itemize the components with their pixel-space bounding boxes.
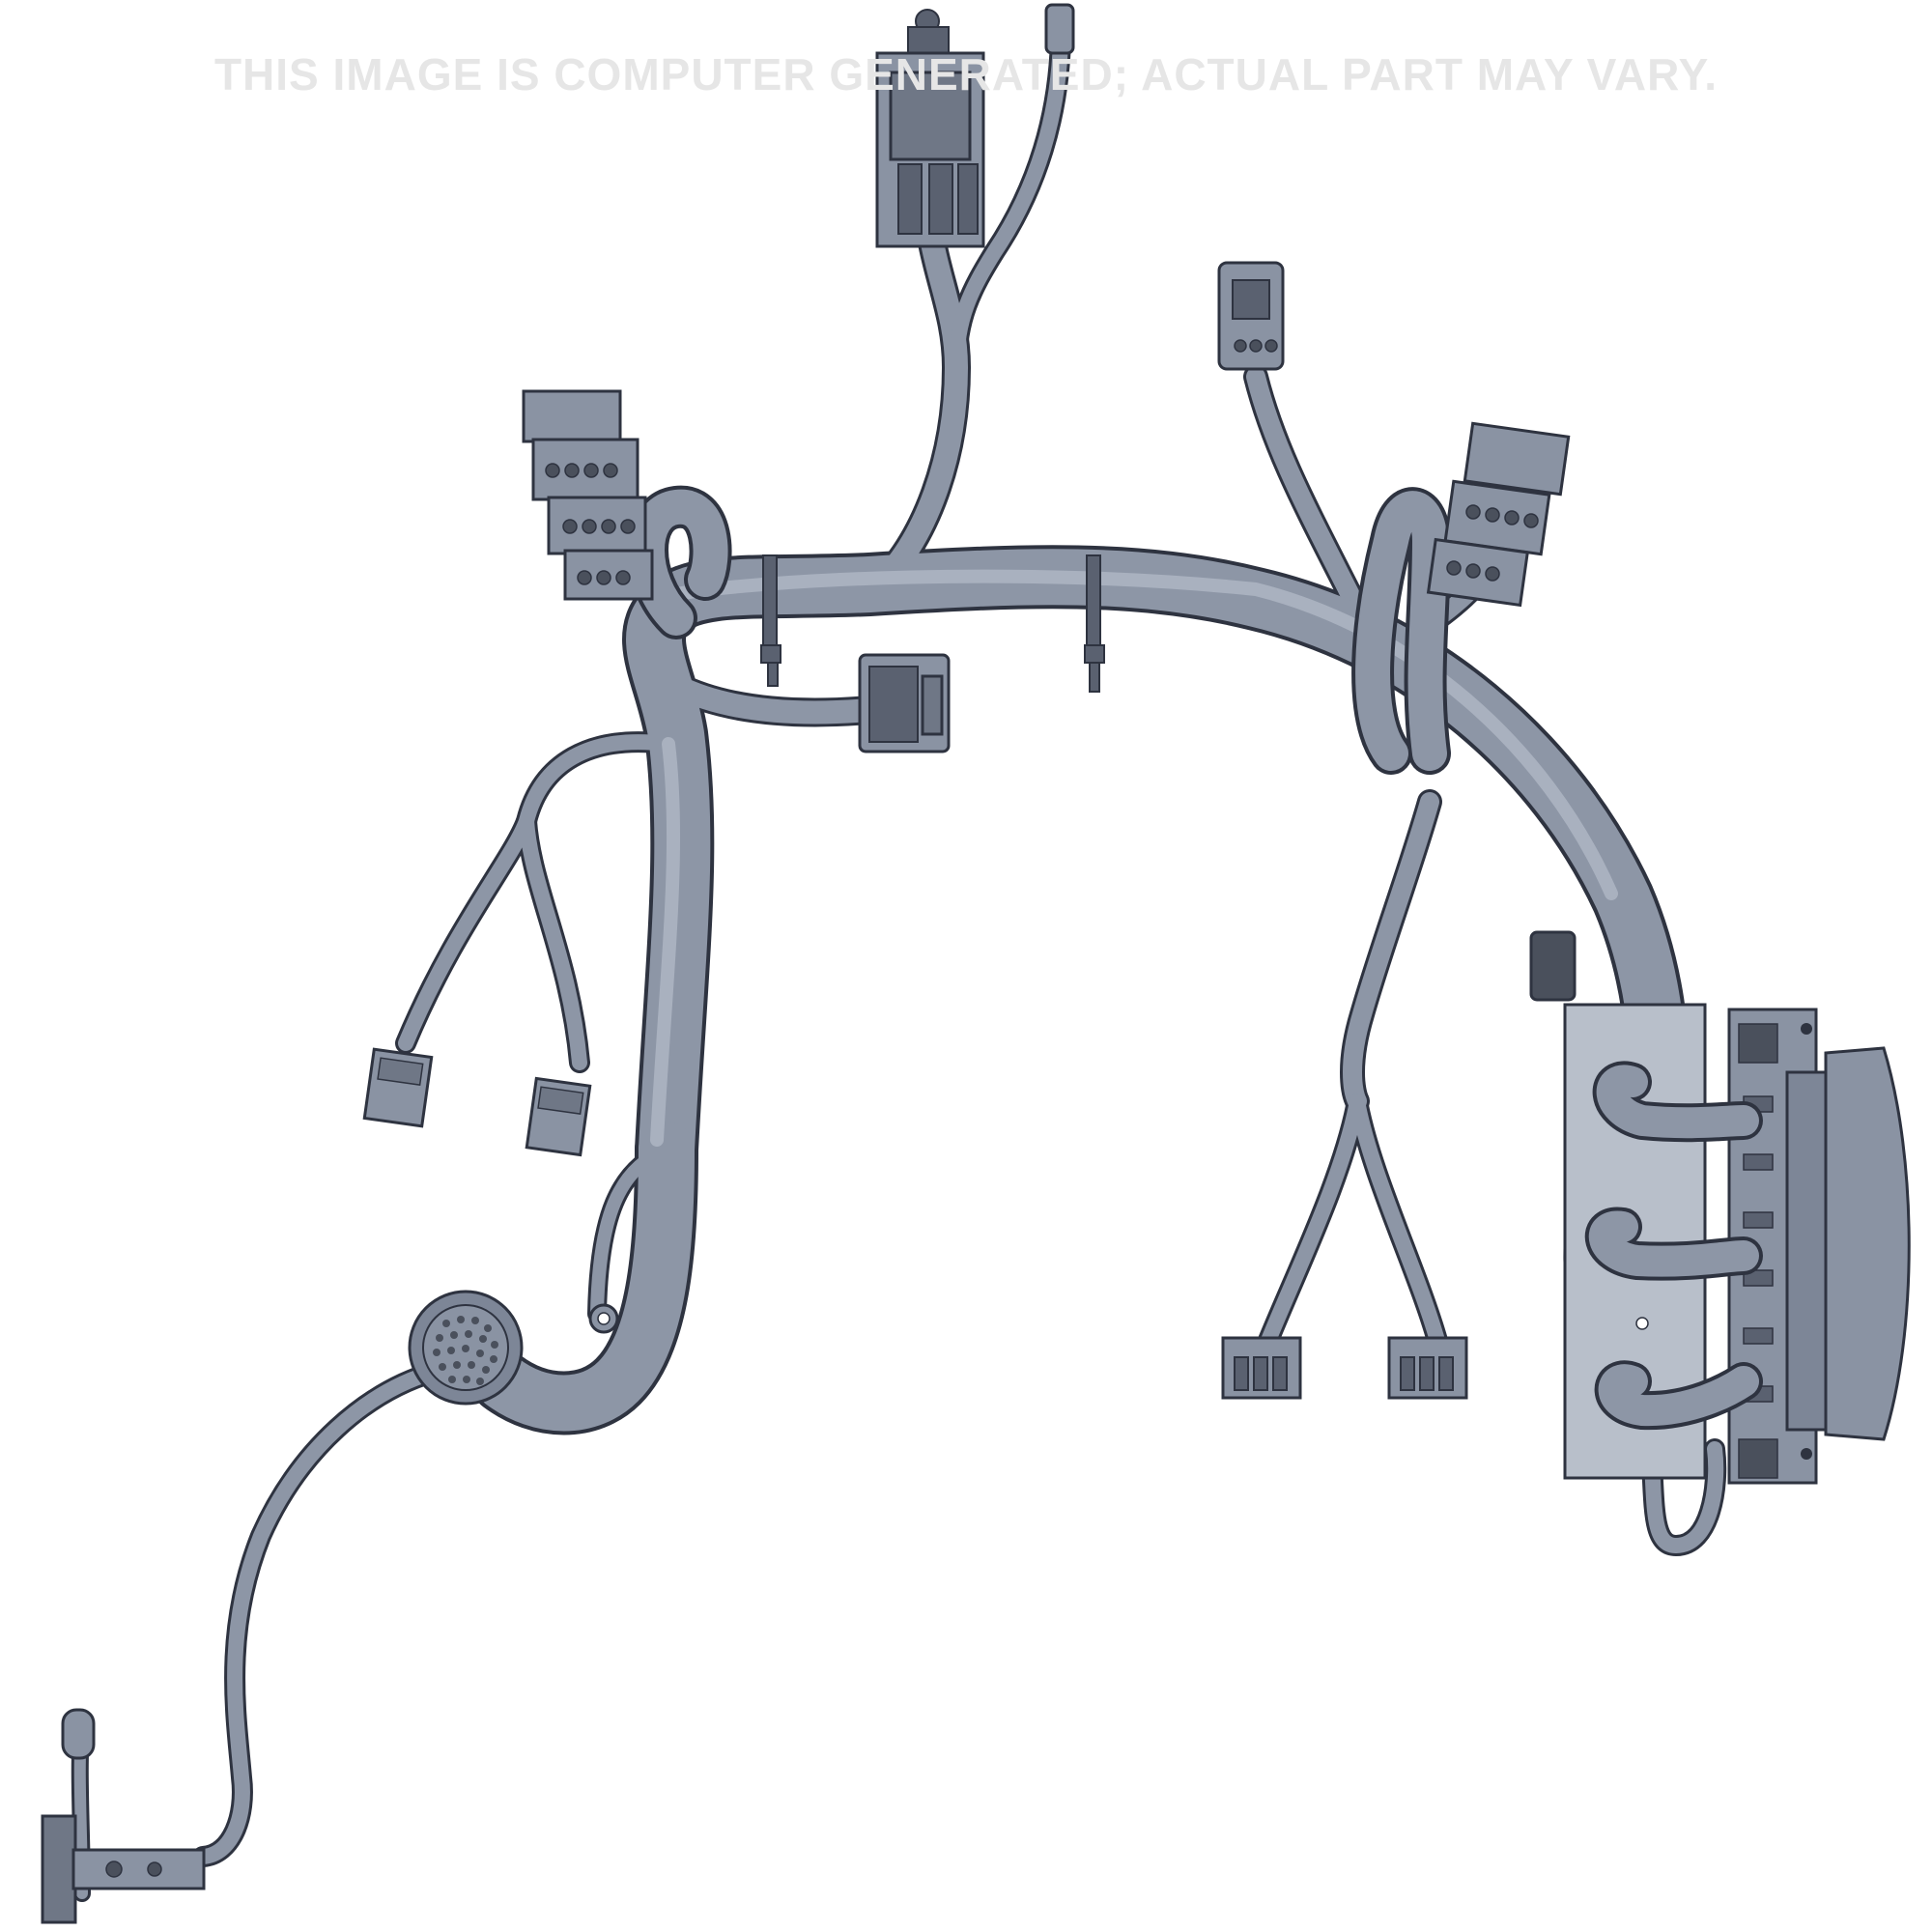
left-upper-connector (522, 389, 654, 601)
bottom-left-bracket (41, 1708, 206, 1924)
center-trunk-connector (858, 653, 951, 753)
round-circular-connector (408, 1290, 524, 1406)
trunk-clips (760, 554, 1105, 693)
right-upper-connector (1426, 421, 1571, 608)
branch-wires (71, 9, 1727, 1902)
top-right-small-connector (1217, 261, 1285, 371)
left-middle-connectors (362, 1047, 592, 1157)
top-center-connector (875, 3, 1075, 248)
ring-terminal (588, 1303, 619, 1334)
module-cable-loops (1584, 1061, 1763, 1431)
bottom-right-small-connectors (1221, 1336, 1468, 1400)
cable-fills (73, 12, 1724, 1899)
